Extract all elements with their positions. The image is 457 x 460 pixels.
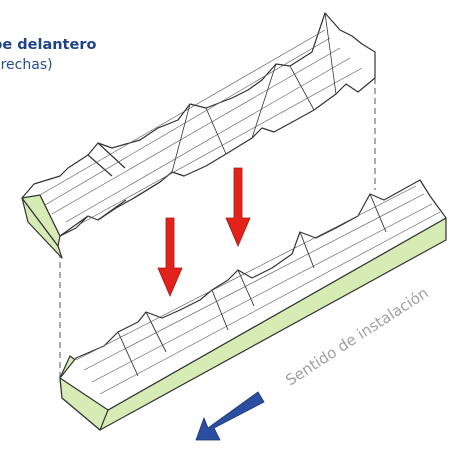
direction-arrow-icon xyxy=(195,391,265,441)
placement-arrows xyxy=(157,167,251,298)
bottom-panel-sheet xyxy=(59,179,447,411)
top-sandwich-panel xyxy=(21,12,376,259)
caption-subtitle: erechas) xyxy=(0,57,53,73)
down-arrow-icon xyxy=(157,217,183,298)
alignment-guides xyxy=(59,78,376,378)
caption-title: pe delantero xyxy=(0,37,97,53)
bottom-sandwich-panel xyxy=(59,179,447,431)
down-arrow-icon xyxy=(225,167,251,248)
